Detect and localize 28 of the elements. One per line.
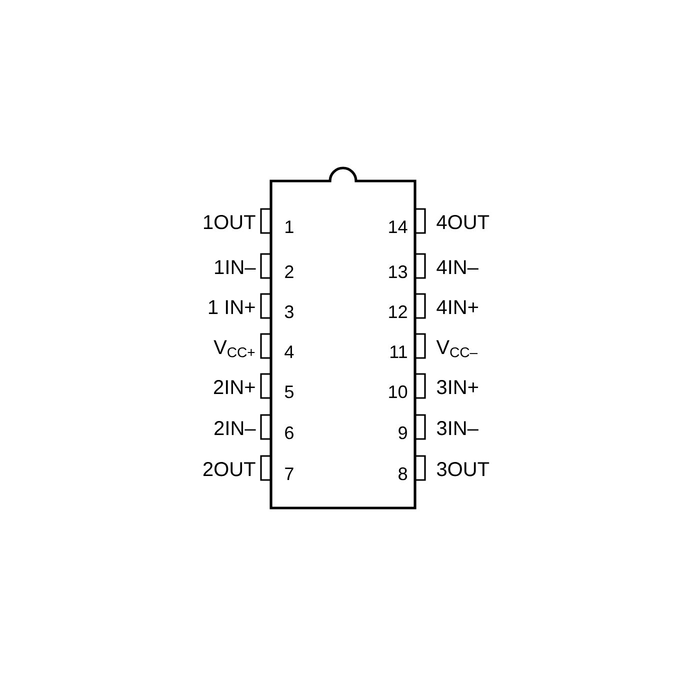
pin-name: 3OUT: [436, 462, 490, 476]
pin-number: 10: [389, 385, 408, 398]
pin-name: 2OUT: [203, 462, 256, 476]
pin-number: 9: [398, 426, 407, 440]
pin-name: 3IN–: [436, 421, 478, 436]
pin-number: 3: [284, 305, 294, 318]
pin-name: 4IN+: [436, 300, 478, 314]
pin-name: 1 IN+: [208, 300, 255, 314]
pin-name: 1IN–: [215, 260, 256, 274]
pin-name: V$_{CC–}$: [436, 340, 478, 358]
pin-name: 1OUT: [204, 215, 256, 230]
pin-number: 1: [286, 220, 294, 233]
pin-name: 4OUT: [436, 215, 490, 230]
pin-number: 13: [389, 265, 408, 278]
pin-name: V$_{CC+}$: [214, 340, 255, 358]
pin-number: 11: [390, 346, 407, 358]
pin-number: 7: [285, 468, 294, 480]
pin-name: 2IN+: [214, 380, 255, 394]
pin-number: 8: [398, 467, 408, 480]
pin-number: 6: [285, 426, 294, 440]
pin-name: 2IN–: [214, 421, 256, 435]
pin-name: 4IN–: [436, 260, 478, 274]
pin-number: 4: [284, 346, 294, 358]
pin-number: 5: [284, 386, 294, 398]
pin-number: 12: [389, 305, 407, 318]
pin-number: 14: [389, 220, 408, 233]
pin-number: 2: [285, 265, 294, 278]
pin-name: 3IN+: [436, 380, 478, 394]
